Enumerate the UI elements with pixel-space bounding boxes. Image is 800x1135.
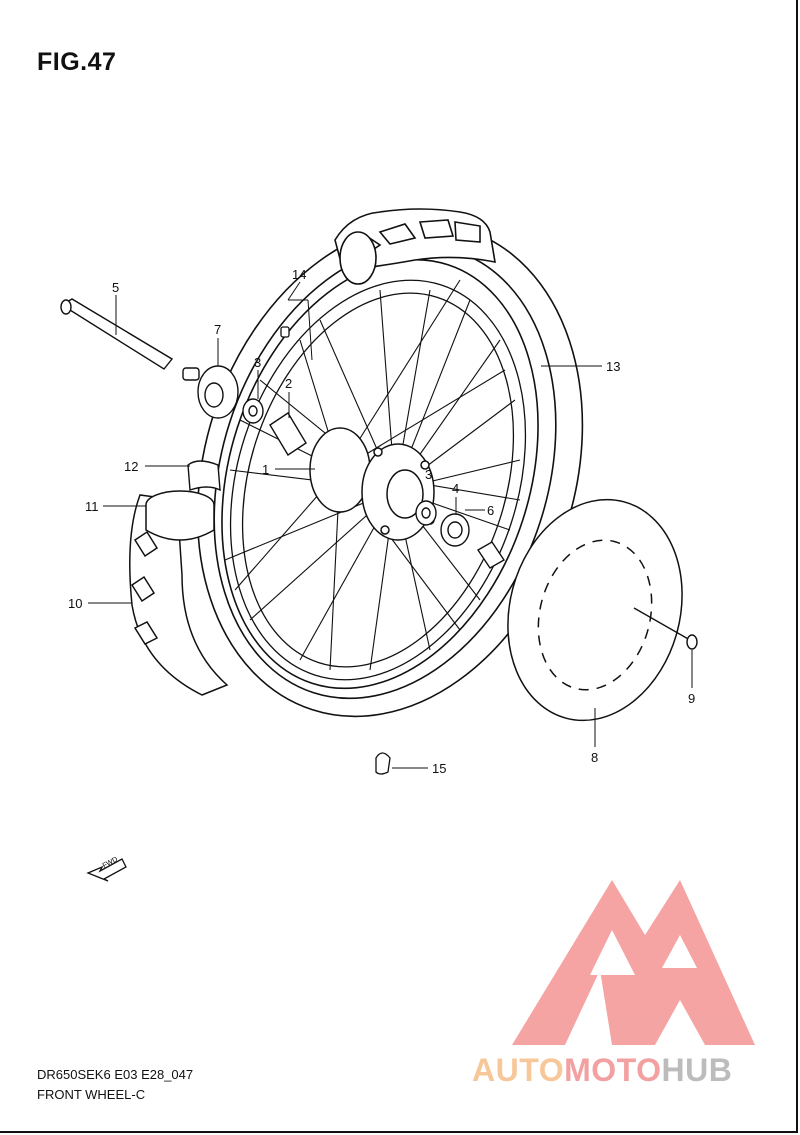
part-label-9: 9 <box>688 691 695 706</box>
inner-tube <box>145 490 215 541</box>
spacer <box>269 412 307 456</box>
watermark-hub: HUB <box>661 1052 733 1088</box>
valve <box>280 326 290 338</box>
speedometer-gearbox <box>182 365 239 419</box>
part-label-12: 12 <box>124 459 138 474</box>
collar <box>477 541 505 569</box>
watermark-moto: MOTO <box>564 1052 662 1088</box>
part-label-13: 13 <box>606 359 620 374</box>
bearing-right <box>415 500 437 526</box>
part-label-15: 15 <box>432 761 446 776</box>
part-label-1: 1 <box>262 462 269 477</box>
part-label-10: 10 <box>68 596 82 611</box>
part-label-3-right: 3 <box>425 467 432 482</box>
part-label-5: 5 <box>112 280 119 295</box>
part-label-8: 8 <box>591 750 598 765</box>
disc-bolt <box>633 607 698 650</box>
leader-lines <box>88 281 693 769</box>
part-label-2: 2 <box>285 376 292 391</box>
oil-seal <box>440 513 470 547</box>
tire <box>196 208 584 718</box>
part-label-11: 11 <box>85 499 99 514</box>
watermark-logo <box>512 880 755 1045</box>
balancer <box>375 752 391 775</box>
part-label-3-left: 3 <box>254 355 261 370</box>
wheel-hub <box>309 427 435 541</box>
part-label-4: 4 <box>452 481 459 496</box>
watermark-auto: AUTO <box>472 1052 565 1088</box>
watermark-text: AUTOMOTOHUB <box>472 1052 732 1089</box>
front-axle <box>60 298 174 370</box>
rim <box>229 279 527 681</box>
forward-arrow-icon: FWD <box>86 856 127 882</box>
figure-code: DR650SEK6 E03 E28_047 <box>37 1067 194 1082</box>
rim-band <box>187 460 221 492</box>
bearing-left <box>242 398 264 424</box>
brake-disc <box>507 498 683 722</box>
part-label-14: 14 <box>292 267 306 282</box>
figure-title: FIG.47 <box>37 48 117 76</box>
figure-name: FRONT WHEEL-C <box>37 1087 146 1102</box>
part-label-7: 7 <box>214 322 221 337</box>
tire-front-section <box>129 494 229 696</box>
part-label-6: 6 <box>487 503 494 518</box>
